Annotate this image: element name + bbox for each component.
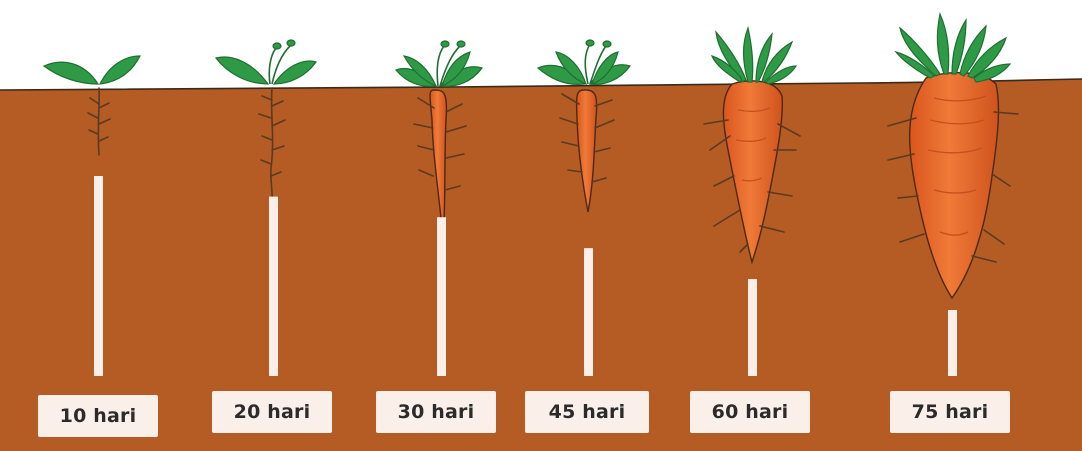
stage-label-3: 30 hari <box>376 391 496 433</box>
leaves-2 <box>216 40 316 84</box>
leaves-6 <box>896 14 1010 82</box>
leaves-5 <box>712 28 796 84</box>
growth-marker-5 <box>748 279 757 376</box>
leaves-4 <box>538 40 630 84</box>
stage-label-6: 75 hari <box>890 391 1010 433</box>
growth-marker-4 <box>584 248 593 376</box>
leaves-1 <box>44 56 140 84</box>
growth-marker-1 <box>94 176 103 376</box>
leaves-3 <box>396 41 482 86</box>
stage-label-1: 10 hari <box>38 395 158 437</box>
growth-marker-3 <box>437 217 446 376</box>
growth-marker-6 <box>948 310 957 376</box>
stage-label-4: 45 hari <box>525 391 649 433</box>
stage-label-2: 20 hari <box>212 391 332 433</box>
stage-label-5: 60 hari <box>690 391 810 433</box>
growth-marker-2 <box>269 197 278 376</box>
